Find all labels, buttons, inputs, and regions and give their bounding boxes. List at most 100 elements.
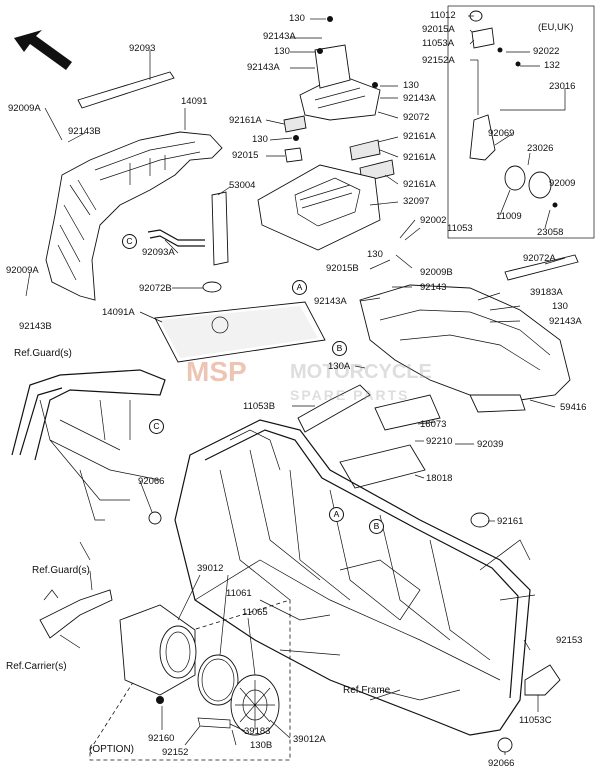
part-label: 59416 [560, 402, 587, 413]
part-11053C-bracket [524, 664, 561, 696]
callout-c: C [149, 419, 164, 434]
part-label: 130 [403, 80, 419, 91]
eu-uk-box [447, 5, 595, 239]
part-label: 132 [544, 60, 560, 71]
part-label: 130 [252, 134, 268, 145]
part-label: 92161A [403, 152, 436, 163]
part-label: 23016 [549, 81, 576, 92]
watermark-line1: MOTORCYCLE [290, 361, 432, 383]
part-label: 130 [274, 46, 290, 57]
part-label: 92015A [422, 24, 455, 35]
part-39012-cylinder [119, 604, 197, 696]
part-label: 92039 [477, 439, 504, 450]
part-label: 92093 [129, 43, 156, 54]
part-92066-cap-right [497, 737, 513, 753]
part-label: 92143A [263, 31, 296, 42]
part-label: 130A [328, 361, 351, 372]
callout-b: B [369, 519, 384, 534]
part-label: 39012A [293, 734, 326, 745]
ref-frame-label: Ref.Frame [343, 685, 391, 696]
part-92015-bracket [284, 147, 303, 163]
part-label: 92143A [247, 62, 280, 73]
part-label: 32097 [403, 196, 430, 207]
part-label: 39183A [530, 287, 563, 298]
part-92066-bushing-left [148, 511, 162, 525]
part-label: 92022 [533, 46, 560, 57]
part-92160-bolt [156, 696, 164, 704]
part-label: 130 [367, 249, 383, 260]
part-label: 92009 [549, 178, 576, 189]
part-92093-strip [77, 71, 175, 109]
ref-guard-label: Ref.Guard(s) [32, 565, 90, 576]
part-11061-ring [197, 654, 239, 706]
part-11065-fan [230, 674, 280, 736]
ref-guard-label: Ref.Guard(s) [14, 348, 72, 359]
part-label: 92072A [523, 253, 556, 264]
main-frame [174, 419, 536, 736]
part-label: 92009B [420, 267, 453, 278]
part-label: 92015 [232, 150, 259, 161]
part-label: 92069 [488, 128, 515, 139]
part-label: 92066 [488, 758, 515, 769]
callout-b: B [332, 341, 347, 356]
leader-lines [25, 15, 566, 755]
part-label: (EU,UK) [538, 22, 574, 33]
part-92072A-strip [504, 254, 579, 281]
part-59416-rear-fender [359, 284, 571, 413]
part-label: 53004 [229, 180, 256, 191]
part-label: 11053B [243, 401, 276, 412]
callout-a: A [329, 507, 344, 522]
carrier-bracket [39, 589, 113, 639]
part-92161-grommet [470, 512, 490, 528]
part-label: 18018 [426, 473, 453, 484]
part-label: 92143B [19, 321, 52, 332]
watermark-line2: SPARE PARTS [290, 387, 410, 403]
part-label: 11053 [447, 223, 473, 234]
part-53004-bar [211, 191, 229, 266]
part-32097-tray [257, 164, 381, 251]
part-92093A-bracket [147, 229, 205, 247]
part-92072-cover [299, 44, 381, 121]
part-16073-plate [374, 394, 441, 431]
part-18018-plate [339, 444, 426, 489]
part-label: 11053A [422, 38, 455, 49]
part-label: 92152A [422, 55, 455, 66]
part-label: 92143B [68, 126, 101, 137]
part-label: 11012 [430, 10, 456, 21]
part-label: 39012 [197, 563, 224, 574]
part-label: 92161A [403, 179, 436, 190]
part-label: 92009A [8, 103, 41, 114]
part-label: 92143 [420, 282, 447, 293]
front-guard [11, 369, 166, 521]
part-label: 92152 [162, 747, 189, 758]
part-label: 130 [552, 301, 568, 312]
part-39183-bracket [197, 717, 231, 729]
part-label: 92161 [497, 516, 524, 527]
option-label: (OPTION) [89, 744, 134, 755]
part-label: 16073 [420, 419, 447, 430]
part-label: 92143A [314, 296, 347, 307]
part-label: 92072 [403, 112, 430, 123]
part-label: 11009 [496, 211, 522, 222]
part-label: 11065 [242, 607, 268, 618]
part-14091-fender [45, 131, 223, 301]
part-label: 23026 [527, 143, 554, 154]
part-label: 92161A [403, 131, 436, 142]
part-label: 92015B [326, 263, 359, 274]
part-label: 92066 [138, 476, 165, 487]
part-label: 130 [289, 13, 305, 24]
part-label: 23058 [537, 227, 564, 238]
watermark-logo: MSP [186, 356, 247, 387]
part-label: 92002 [420, 215, 447, 226]
part-label: 92009A [6, 265, 39, 276]
part-label: 130B [250, 740, 273, 751]
part-14091A-plate [154, 301, 326, 363]
part-11053B-bracket [297, 384, 371, 433]
callout-c: C [122, 234, 137, 249]
part-label: 14091 [181, 96, 208, 107]
part-92072B-clamp [202, 281, 222, 293]
part-label: 11061 [226, 588, 252, 599]
part-label: 92153 [556, 635, 583, 646]
